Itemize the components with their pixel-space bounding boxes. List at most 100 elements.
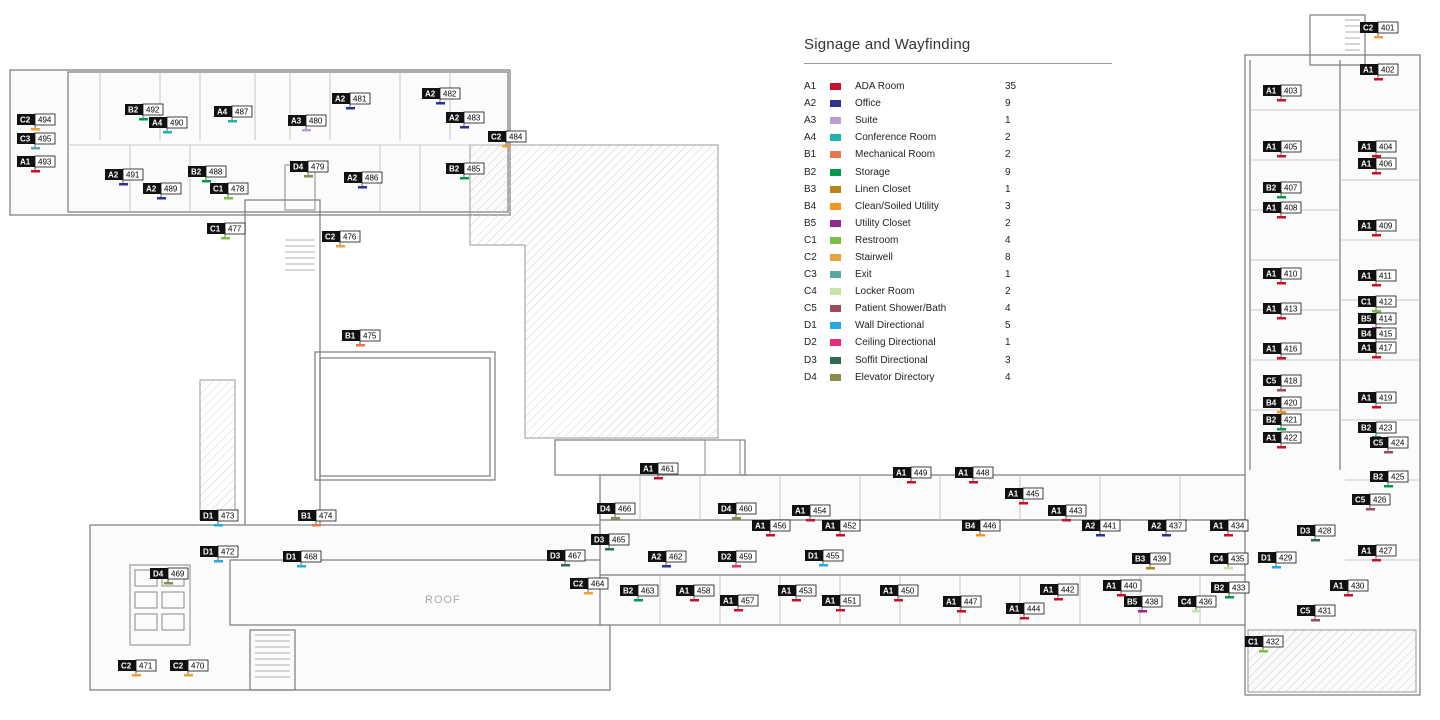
- sign-marker: [1224, 567, 1233, 570]
- sign-number: 488: [209, 168, 223, 177]
- sign-code-box: [1358, 328, 1376, 339]
- sign-code-box: [792, 505, 810, 516]
- sign-number-box: [217, 545, 239, 558]
- inner-courtyard-rooms: [249, 351, 746, 691]
- legend-code: D2: [804, 337, 817, 349]
- sign-marker: [792, 599, 801, 602]
- legend-label: Mechanical Room: [855, 149, 936, 161]
- legend-code: B5: [804, 217, 817, 229]
- legend-count: 4: [1005, 234, 1011, 246]
- sign-code: D1: [808, 552, 819, 561]
- sign-code-box: [118, 660, 136, 671]
- sign-number-box: [1280, 201, 1302, 214]
- sign-number: 408: [1284, 204, 1298, 213]
- sign-marker: [1277, 411, 1286, 414]
- sign-number: 456: [773, 522, 787, 531]
- sign-number-box: [1347, 579, 1369, 592]
- sign-number-box: [1280, 413, 1302, 426]
- sign-marker: [584, 592, 593, 595]
- sign-code: B5: [1361, 315, 1372, 324]
- sign-number-box: [1065, 504, 1087, 517]
- sign-code: A2: [146, 185, 157, 194]
- legend-swatch: [830, 83, 841, 91]
- sign-code-box: [446, 163, 464, 174]
- sign-marker: [1277, 282, 1286, 285]
- legend-code: A1: [804, 81, 817, 93]
- sign-marker: [163, 131, 172, 134]
- sign-number-box: [217, 509, 239, 522]
- sign-number: 470: [191, 662, 205, 671]
- legend-label: Conference Room: [855, 132, 937, 144]
- sign-code-box: [676, 585, 694, 596]
- sign-code-box: [322, 231, 340, 242]
- sign-marker: [1277, 446, 1286, 449]
- sign-code-box: [488, 131, 506, 142]
- legend-count: 2: [1005, 286, 1011, 298]
- sign-number: 454: [813, 507, 827, 516]
- sign-number: 477: [228, 225, 242, 234]
- sign-number: 476: [343, 233, 357, 242]
- sign-marker: [969, 481, 978, 484]
- legend-code: D3: [804, 354, 817, 366]
- sign-code-box: [207, 223, 225, 234]
- sign-number-box: [315, 509, 337, 522]
- legend-swatch: [830, 151, 841, 159]
- sign-code: B2: [128, 106, 139, 115]
- sign-code: A1: [896, 469, 907, 478]
- legend-divider: [804, 63, 1112, 64]
- sign-number: 484: [509, 133, 523, 142]
- sign-marker: [1224, 534, 1233, 537]
- legend-label: Stairwell: [855, 251, 893, 263]
- sign-code-box: [1245, 636, 1263, 647]
- sign-marker: [976, 534, 985, 537]
- sign-marker: [806, 519, 815, 522]
- sign-number: 416: [1284, 345, 1298, 354]
- roof-label: ROOF: [425, 594, 461, 606]
- legend-label: Utility Closet: [855, 217, 911, 229]
- sign-marker: [1372, 559, 1381, 562]
- sign-code-box: [1263, 343, 1281, 354]
- legend-label: Exit: [855, 269, 872, 281]
- sign-number-box: [979, 519, 1001, 532]
- sign-number-box: [166, 116, 188, 129]
- sign-marker: [1277, 428, 1286, 431]
- sign-code: A1: [1266, 305, 1277, 314]
- sign-number-box: [897, 584, 919, 597]
- sign-marker: [1096, 534, 1105, 537]
- legend-swatch: [830, 253, 841, 261]
- sign-number-box: [231, 105, 253, 118]
- sign-code-box: [1358, 422, 1376, 433]
- sign-number-box: [34, 132, 56, 145]
- sign-marker: [312, 524, 321, 527]
- legend-count: 2: [1005, 132, 1011, 144]
- sign-code-box: [1258, 552, 1276, 563]
- sign-code-box: [105, 169, 123, 180]
- sign-code: A1: [1051, 507, 1062, 516]
- sign-marker: [662, 565, 671, 568]
- sign-code-box: [597, 503, 615, 514]
- sign-number-box: [1280, 140, 1302, 153]
- sign-marker: [1019, 502, 1028, 505]
